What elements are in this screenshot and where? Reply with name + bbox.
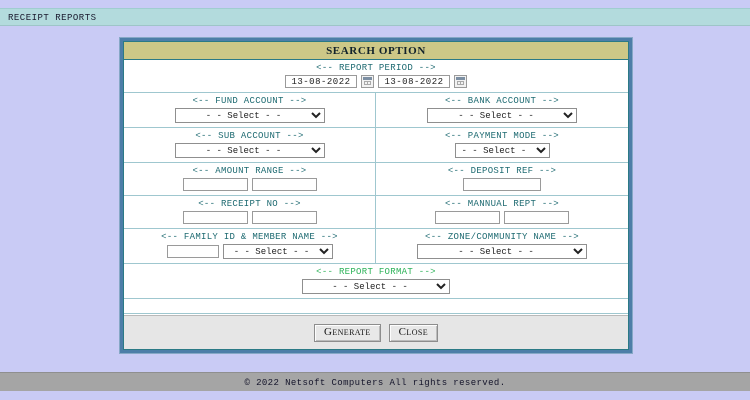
deposit-ref-input[interactable] [463,178,541,191]
search-option-panel-inner: SEARCH OPTION <-- REPORT PERIOD --> [123,41,629,350]
receipt-no-from-input[interactable] [182,211,248,224]
cell-bank-account: <-- BANK ACCOUNT --> - - Select - - [376,93,628,127]
search-option-panel: SEARCH OPTION <-- REPORT PERIOD --> [120,38,632,353]
row-report-format: <-- REPORT FORMAT --> - - Select - - [124,264,628,299]
label-amount-range: <-- AMOUNT RANGE --> [192,166,307,176]
bank-account-select[interactable]: - - Select - - [427,108,577,123]
family-id-fields: - - Select - - [166,244,333,259]
cell-report-format: <-- REPORT FORMAT --> - - Select - - [124,264,628,298]
cell-family-id-member: <-- FAMILY ID & MEMBER NAME --> - - Sele… [124,229,376,263]
label-mannual-rept: <-- MANNUAL REPT --> [444,199,560,209]
row-account: <-- FUND ACCOUNT --> - - Select - - <-- … [124,93,628,128]
spacer-row [124,299,628,314]
panel-header: SEARCH OPTION [124,42,628,60]
cell-receipt-no: <-- RECEIPT NO --> [124,196,376,228]
receipt-no-fields [182,211,317,224]
to-date-input[interactable] [378,75,450,88]
amount-to-input[interactable] [251,178,317,191]
label-fund-account: <-- FUND ACCOUNT --> [192,96,307,106]
deposit-ref-fields [463,178,541,191]
bottom-strip [0,391,750,400]
mannual-rept-fields [435,211,569,224]
row-receipt-manual: <-- RECEIPT NO --> <-- MANNUAL REPT --> [124,196,628,229]
report-period-fields [285,75,467,88]
row-report-period: <-- REPORT PERIOD --> [124,60,628,93]
page-title: RECEIPT REPORTS [8,13,97,23]
cell-sub-account: <-- SUB ACCOUNT --> - - Select - - [124,128,376,162]
row-family-zone: <-- FAMILY ID & MEMBER NAME --> - - Sele… [124,229,628,264]
zone-community-select[interactable]: - - Select - - [417,244,587,259]
from-date-input[interactable] [285,75,357,88]
label-report-period: <-- REPORT PERIOD --> [316,63,436,73]
cell-payment-mode: <-- PAYMENT MODE --> - - Select - - [376,128,628,162]
cell-zone-community: <-- ZONE/COMMUNITY NAME --> - - Select -… [376,229,628,263]
row-amount-deposit: <-- AMOUNT RANGE --> <-- DEPOSIT REF --> [124,163,628,196]
label-family-id-member: <-- FAMILY ID & MEMBER NAME --> [161,232,338,242]
mannual-rept-to-input[interactable] [504,211,569,224]
label-deposit-ref: <-- DEPOSIT REF --> [447,166,557,176]
member-name-select[interactable]: - - Select - - [222,244,333,259]
fund-account-select[interactable]: - - Select - - [174,108,325,123]
mannual-rept-from-input[interactable] [435,211,500,224]
label-sub-account: <-- SUB ACCOUNT --> [195,131,304,141]
report-format-select[interactable]: - - Select - - [302,279,450,294]
page-footer: © 2022 Netsoft Computers All rights rese… [0,372,750,392]
generate-button[interactable]: Generate [313,323,381,342]
close-button[interactable]: Close [388,323,439,342]
label-report-format: <-- REPORT FORMAT --> [316,267,436,277]
amount-from-input[interactable] [182,178,248,191]
label-bank-account: <-- BANK ACCOUNT --> [444,96,560,106]
amount-range-fields [182,178,317,191]
panel-button-bar: Generate Close [124,315,628,349]
cell-fund-account: <-- FUND ACCOUNT --> - - Select - - [124,93,376,127]
payment-mode-select[interactable]: - - Select - - [454,143,550,158]
label-receipt-no: <-- RECEIPT NO --> [198,199,301,209]
form-rows: <-- REPORT PERIOD --> <-- FUND ACCOUNT -… [124,60,628,315]
top-title-bar: RECEIPT REPORTS [0,8,750,26]
row-sub-payment: <-- SUB ACCOUNT --> - - Select - - <-- P… [124,128,628,163]
copyright-text: © 2022 Netsoft Computers All rights rese… [244,377,506,388]
label-payment-mode: <-- PAYMENT MODE --> [444,131,560,141]
sub-account-select[interactable]: - - Select - - [174,143,325,158]
calendar-icon-from[interactable] [361,75,374,88]
cell-report-period: <-- REPORT PERIOD --> [124,60,628,92]
calendar-icon-to[interactable] [454,75,467,88]
cell-deposit-ref: <-- DEPOSIT REF --> [376,163,628,195]
cell-amount-range: <-- AMOUNT RANGE --> [124,163,376,195]
cell-mannual-rept: <-- MANNUAL REPT --> [376,196,628,228]
family-id-input[interactable] [166,245,219,258]
receipt-no-to-input[interactable] [251,211,317,224]
label-zone-community: <-- ZONE/COMMUNITY NAME --> [425,232,579,242]
